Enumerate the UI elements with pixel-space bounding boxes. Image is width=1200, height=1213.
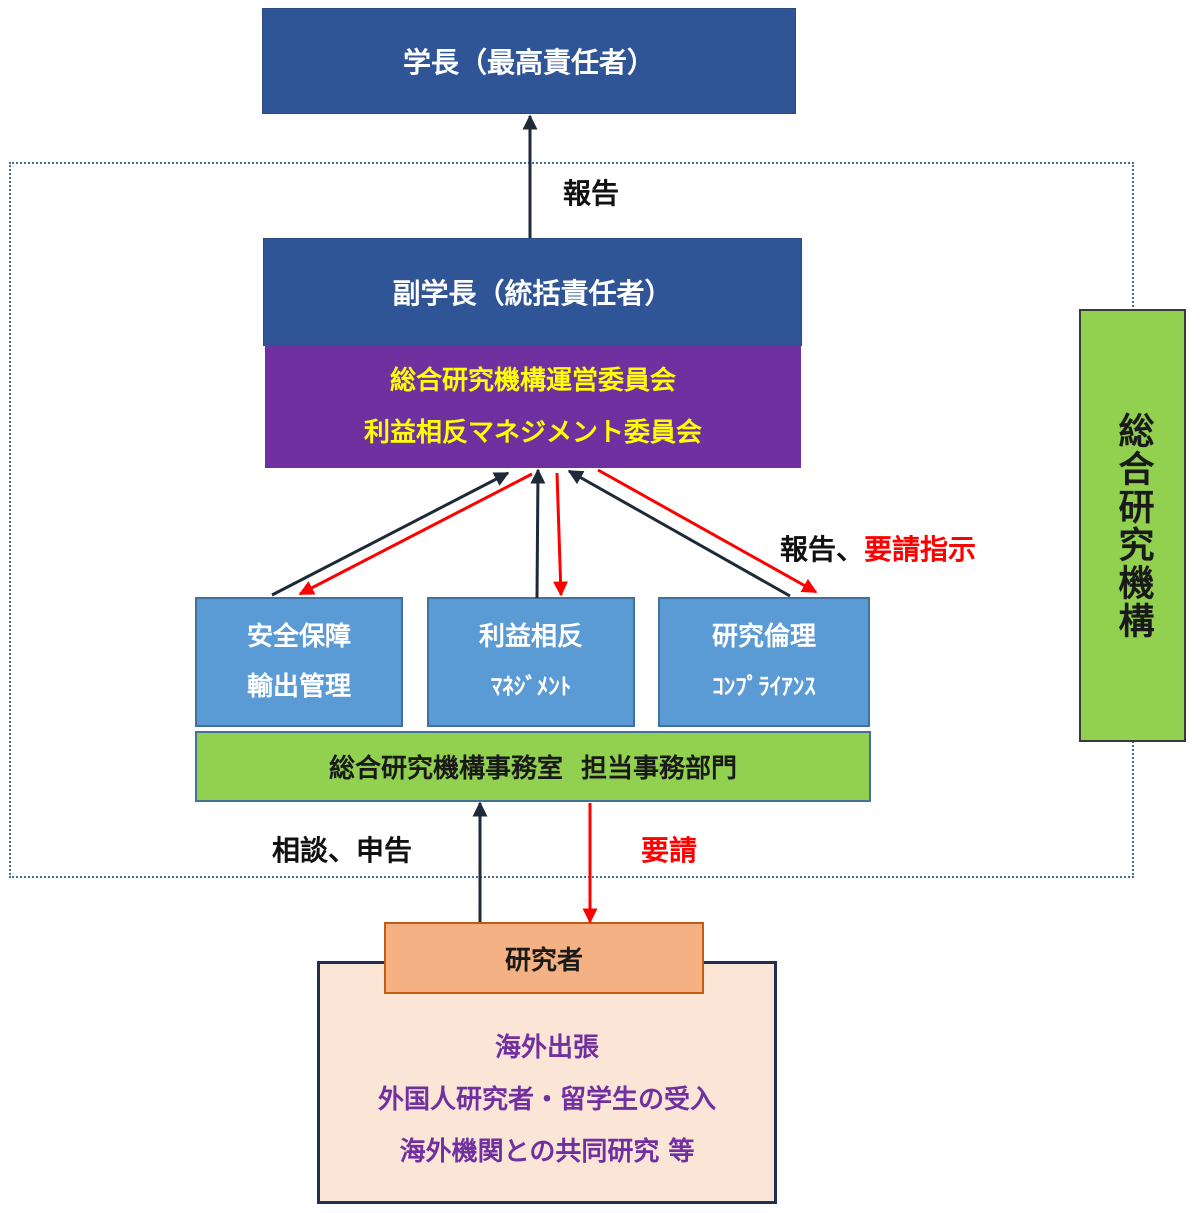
unit-research-ethics-line2: ｺﾝﾌﾟﾗｲｱﾝｽ (712, 674, 816, 700)
vice-president-label: 副学長（統括責任者） (392, 277, 673, 310)
instruction-text: 要請指示 (864, 533, 977, 566)
office-label: 総合研究機構事務室 担当事務部門 (328, 754, 738, 784)
unit-research-ethics-line1: 研究倫理 (711, 622, 816, 652)
consult-label: 相談、申告 (272, 834, 413, 867)
organization-vertical-label: 総合研究機構 (1112, 411, 1154, 640)
unit-export-control-line2: 輸出管理 (246, 672, 351, 702)
unit-coi-management-line2: ﾏﾈｼﾞﾒﾝﾄ (490, 674, 572, 700)
report-arrow-ethics (567, 469, 791, 598)
instruction-arrow-export (298, 472, 533, 596)
unit-export-control: 安全保障 輸出管理 (195, 597, 403, 727)
president-box: 学長（最高責任者） (262, 8, 796, 114)
researcher-box: 研究者 (384, 922, 704, 994)
unit-coi-management-line1: 利益相反 (478, 622, 583, 652)
report-request-label: 報告、要請指示 (780, 528, 976, 568)
report-label: 報告 (563, 177, 620, 210)
organization-vertical-box: 総合研究機構 (1079, 309, 1186, 742)
instruction-arrow-ethics (597, 468, 818, 594)
president-label: 学長（最高責任者） (402, 46, 655, 79)
unit-research-ethics: 研究倫理 ｺﾝﾌﾟﾗｲｱﾝｽ (658, 597, 870, 727)
office-box: 総合研究機構事務室 担当事務部門 (195, 731, 871, 802)
activity-item: 外国人研究者・留学生の受入 (377, 1084, 716, 1115)
activity-item: 海外機関との共同研究 等 (399, 1136, 695, 1167)
request-label: 要請 (641, 834, 698, 867)
operating-committee-label: 総合研究機構運営委員会 (389, 365, 676, 396)
unit-export-control-line1: 安全保障 (246, 622, 351, 652)
activity-item: 海外出張 (494, 1032, 599, 1063)
report-text: 報告、 (780, 533, 865, 566)
report-arrow-coi (530, 468, 546, 599)
committees-box: 総合研究機構運営委員会 利益相反マネジメント委員会 (265, 345, 801, 468)
unit-coi-management: 利益相反 ﾏﾈｼﾞﾒﾝﾄ (427, 597, 635, 727)
report-arrow-export (271, 471, 510, 597)
researcher-label: 研究者 (504, 945, 583, 976)
coi-committee-label: 利益相反マネジメント委員会 (363, 417, 702, 448)
instruction-arrow-coi (553, 472, 569, 597)
